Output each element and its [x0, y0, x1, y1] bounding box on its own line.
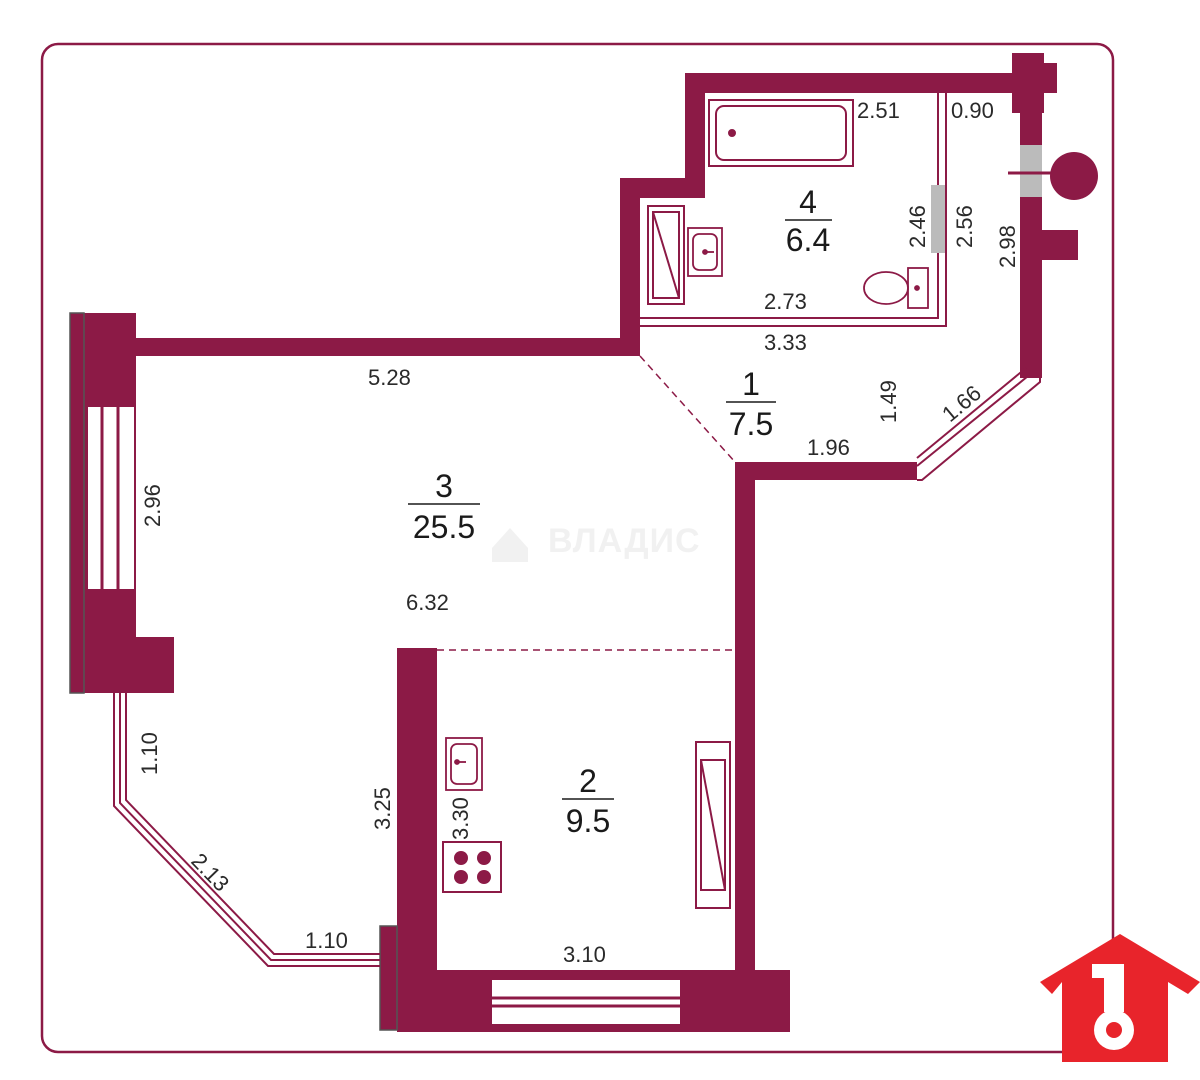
washing-machine-icon — [647, 205, 685, 305]
dim-kitchen-left-inner: 3.30 — [448, 797, 473, 840]
toilet-icon — [863, 267, 929, 309]
room-area: 6.4 — [786, 222, 830, 258]
dim-bay-top: 1.10 — [137, 732, 162, 775]
wall-left-stub — [136, 637, 174, 693]
room-number: 2 — [579, 763, 597, 799]
wall-bath-step — [620, 178, 705, 198]
wall-kitchen-right — [735, 462, 755, 972]
dim-kitchen-left-outer: 3.25 — [370, 787, 395, 830]
bath-inner-partition — [640, 93, 947, 327]
hall-diagonal-wall — [916, 367, 1041, 481]
shaft-tab — [1044, 63, 1057, 93]
room-area: 25.5 — [413, 509, 475, 545]
wall-bath-left-lower — [620, 178, 640, 356]
window-left — [69, 312, 134, 694]
stove-icon — [442, 841, 502, 893]
dim-bath-bottom-inner: 2.73 — [764, 289, 807, 314]
brand-logo-icon — [1040, 934, 1200, 1062]
dim-kitchen-bottom: 3.10 — [563, 942, 606, 967]
watermark: ВЛАДИС — [492, 522, 701, 562]
dim-bay-bottom: 1.10 — [305, 928, 348, 953]
dim-bath-bottom-outer: 3.33 — [764, 330, 807, 355]
dim-hall-right: 1.49 — [876, 380, 901, 423]
room-number: 4 — [799, 184, 817, 220]
dim-bath-height-b: 2.56 — [952, 205, 977, 248]
room-number: 1 — [742, 366, 760, 402]
dim-shaft-width: 0.90 — [951, 98, 994, 123]
room-label-3: 3 25.5 — [408, 468, 480, 545]
walls — [70, 53, 1078, 1032]
wall-bath-top — [685, 73, 1025, 93]
dim-living-top: 5.28 — [368, 365, 411, 390]
room-number: 3 — [435, 468, 453, 504]
room-label-1: 1 7.5 — [726, 366, 776, 442]
window-kitchen — [379, 925, 680, 1031]
bathtub-icon — [708, 99, 854, 167]
zone-separators — [437, 355, 736, 651]
fridge-icon — [695, 741, 731, 909]
dim-hall-diag: 1.66 — [937, 380, 986, 427]
dim-hall-bottom: 1.96 — [807, 435, 850, 460]
dim-bath-height-a: 2.46 — [905, 205, 930, 248]
room-area: 9.5 — [566, 803, 610, 839]
room-label-4: 4 6.4 — [785, 184, 832, 258]
bath-door — [931, 185, 945, 253]
entrance-door — [1020, 145, 1042, 197]
room-area: 7.5 — [729, 406, 773, 442]
dim-bath-width: 2.51 — [857, 98, 900, 123]
watermark-text: ВЛАДИС — [548, 522, 701, 560]
bath-sink-icon — [687, 227, 723, 277]
wall-right-stub — [1042, 230, 1078, 260]
wall-right — [1020, 93, 1042, 378]
wall-hall-bottom — [735, 462, 917, 480]
riser-icon — [1050, 152, 1098, 200]
kitchen-sink-icon — [445, 737, 483, 791]
dim-right-wall: 2.98 — [995, 225, 1020, 268]
room-label-2: 2 9.5 — [562, 763, 614, 839]
wall-kitchen-left — [397, 648, 437, 1032]
dim-living-left: 2.96 — [140, 484, 165, 527]
bay-window — [113, 693, 380, 967]
wall-living-top — [136, 338, 638, 356]
dim-living-mid: 6.32 — [406, 590, 449, 615]
wall-bath-left-upper — [685, 73, 705, 198]
plan-frame — [40, 42, 1115, 1054]
